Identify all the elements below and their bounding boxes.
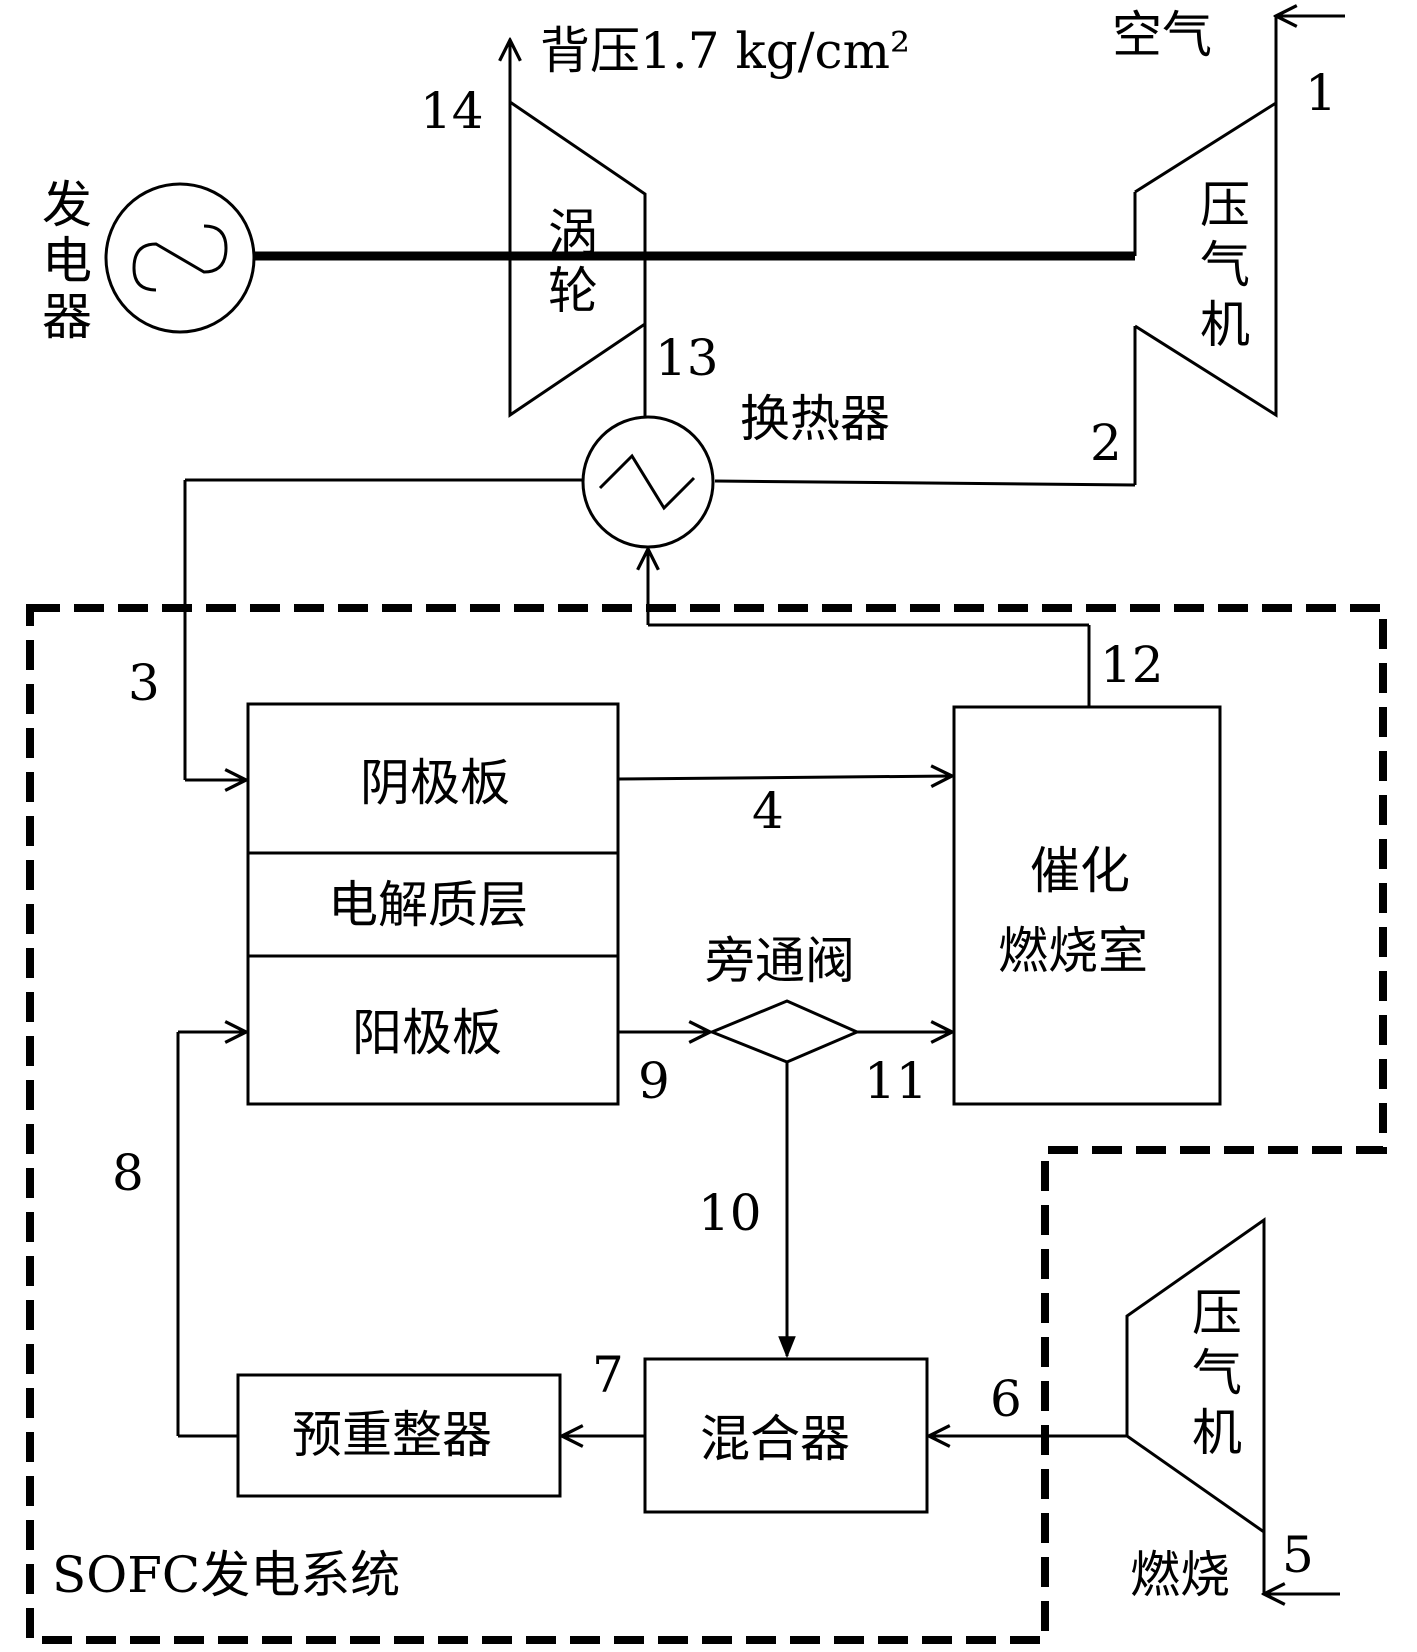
catalytic-combustor: 催化 燃烧室 bbox=[952, 705, 1222, 1106]
turbine-char-2: 轮 bbox=[548, 262, 598, 320]
cathode-label: 阴极板 bbox=[360, 754, 510, 812]
top-compressor: 压 气 机 bbox=[1133, 101, 1278, 418]
stream-12-label: 12 bbox=[1100, 636, 1164, 694]
stream-1-label: 1 bbox=[1305, 64, 1337, 122]
generator-char-3: 器 bbox=[42, 288, 92, 346]
air-label: 空气 bbox=[1112, 6, 1212, 64]
heat-exchanger: 换热器 bbox=[581, 390, 890, 549]
heat-exchanger-label: 换热器 bbox=[740, 390, 890, 448]
stream-8-label: 8 bbox=[112, 1144, 144, 1202]
stream-8-line: 8 bbox=[112, 1032, 246, 1438]
stream-13-line: 13 bbox=[643, 324, 719, 417]
stream-2-line: 2 bbox=[714, 326, 1137, 487]
compressor-top-char-3: 机 bbox=[1200, 296, 1250, 354]
air-inlet: 空气 1 bbox=[1112, 6, 1345, 122]
stream-13-label: 13 bbox=[655, 329, 719, 387]
stream-11-line: 11 bbox=[857, 1032, 952, 1110]
stream-11-label: 11 bbox=[864, 1052, 928, 1110]
fuel-inlet: 5 燃烧 bbox=[1130, 1526, 1340, 1604]
bypass-valve: 旁通阀 bbox=[705, 932, 861, 1064]
stream-5-label: 5 bbox=[1282, 1526, 1314, 1584]
stream-9-line: 9 bbox=[618, 1032, 710, 1110]
stream-14-exhaust: 14 背压1.7 kg/cm² bbox=[420, 22, 910, 140]
stream-9-label: 9 bbox=[638, 1052, 670, 1110]
pre-reformer-label: 预重整器 bbox=[292, 1406, 492, 1464]
stream-2-label: 2 bbox=[1090, 414, 1122, 472]
compressor-bottom-char-3: 机 bbox=[1192, 1404, 1242, 1462]
turbine-char-1: 涡 bbox=[548, 204, 598, 262]
pre-reformer: 预重整器 bbox=[236, 1373, 562, 1498]
compressor-bottom-char-1: 压 bbox=[1192, 1284, 1242, 1342]
anode-label: 阳极板 bbox=[352, 1004, 502, 1062]
compressor-top-char-1: 压 bbox=[1200, 176, 1250, 234]
combustor-label-line-2: 燃烧室 bbox=[998, 922, 1148, 980]
stream-6-label: 6 bbox=[990, 1370, 1022, 1428]
fuel-label: 燃烧 bbox=[1130, 1546, 1230, 1604]
stream-12-line: 12 bbox=[648, 549, 1164, 707]
generator-char-2: 电 bbox=[42, 232, 92, 290]
stream-14-label: 14 bbox=[420, 82, 484, 140]
compressor-top-char-2: 气 bbox=[1200, 236, 1250, 294]
turbine: 涡 轮 bbox=[508, 99, 647, 418]
stream-10-line: 10 bbox=[698, 1062, 796, 1359]
mixer: 混合器 bbox=[643, 1357, 929, 1514]
combustor-label-line-1: 催化 bbox=[1030, 842, 1130, 900]
ac-sine-icon bbox=[132, 224, 228, 292]
generator: 发 电 器 bbox=[42, 176, 256, 346]
compressor-bottom-char-2: 气 bbox=[1192, 1344, 1242, 1402]
stream-3-label: 3 bbox=[128, 654, 160, 712]
mixer-label: 混合器 bbox=[700, 1410, 850, 1468]
stream-7-label: 7 bbox=[592, 1346, 624, 1404]
stream-3-line: 3 bbox=[128, 478, 583, 780]
bottom-compressor: 压 气 机 bbox=[1125, 1217, 1266, 1535]
stream-7-line: 7 bbox=[562, 1346, 645, 1436]
stream-4-line: 4 bbox=[617, 776, 952, 840]
stream-4-label: 4 bbox=[752, 782, 784, 840]
stream-6-line: 6 bbox=[929, 1370, 1127, 1436]
heat-exchange-zigzag-icon bbox=[598, 453, 696, 511]
sofc-stack: 阴极板 电解质层 阳极板 bbox=[246, 702, 620, 1106]
generator-char-1: 发 bbox=[42, 176, 92, 234]
bypass-valve-label: 旁通阀 bbox=[705, 932, 855, 990]
electrolyte-label: 电解质层 bbox=[328, 876, 528, 934]
stream-10-label: 10 bbox=[698, 1184, 762, 1242]
sofc-system-label: SOFC发电系统 bbox=[52, 1546, 400, 1604]
back-pressure-label: 背压1.7 kg/cm² bbox=[540, 22, 910, 80]
